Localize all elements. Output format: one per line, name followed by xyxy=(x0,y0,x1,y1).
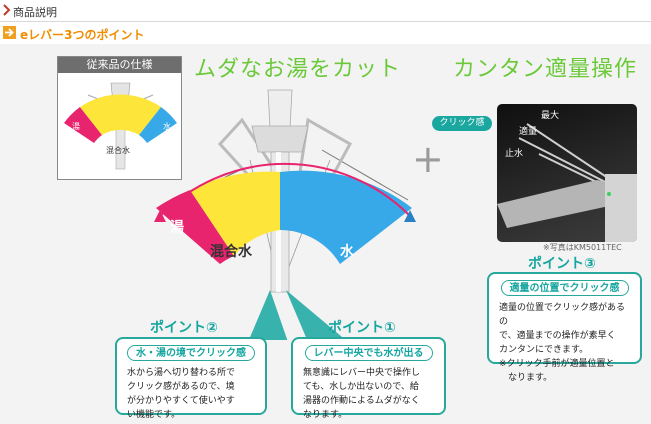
point-1-title: ポイント① xyxy=(328,320,396,336)
point-2-callout: 水・湯の境でクリック感 水から湯へ切り替わる所で クリック感があるので、境 が分… xyxy=(115,337,267,420)
faucet-lever xyxy=(267,89,293,129)
photo-caption: ※写真はKM5011TEC xyxy=(543,243,622,252)
arrow-left-icon xyxy=(154,210,166,222)
point-1-callout: レバー中央でも水が出る 無意識にレバー中央で操作し ても、水しか出ないので、給 … xyxy=(291,337,446,420)
hot-zone xyxy=(156,190,234,264)
mixed-label: 混合水 xyxy=(210,243,253,260)
chevron-right-icon xyxy=(3,4,11,16)
faucet-body-photo xyxy=(605,174,637,242)
click-feel-label: クリック感 xyxy=(432,116,492,131)
previous-model-title: 従来品の仕様 xyxy=(58,57,181,73)
rotation-arrow-arc xyxy=(159,162,411,217)
faucet-spout-photo xyxy=(497,180,637,228)
previous-model-box: 従来品の仕様 湯 混合水 水 xyxy=(57,56,182,180)
previous-model-diagram: 湯 混合水 水 xyxy=(64,82,177,170)
point-3-title: ポイント③ xyxy=(528,256,596,272)
hot-label: 湯 xyxy=(170,219,184,236)
main-faucet-diagram: 湯 混合水 水 xyxy=(154,89,416,340)
section-label: 商品説明 xyxy=(13,6,57,19)
sub-header-label: eレバー3つのポイント xyxy=(20,28,145,42)
stop-water-label: 止水 xyxy=(505,147,523,159)
hot-label-small: 湯 xyxy=(72,121,80,131)
water-zone xyxy=(280,170,412,264)
arrow-right-icon xyxy=(404,210,416,222)
water-label-small: 水 xyxy=(163,121,171,131)
point-1-body: 無意識にレバー中央で操作し ても、水しか出ないので、給 湯器の作動によるムダがな… xyxy=(303,368,421,420)
point-3-pill: 適量の位置でクリック感 xyxy=(500,280,629,296)
lever-line-proper xyxy=(518,137,618,189)
point-2-title: ポイント② xyxy=(150,320,218,336)
divider xyxy=(0,21,651,22)
max-label: 最大 xyxy=(541,109,559,121)
proper-amount-label: 適量 xyxy=(519,125,537,137)
water-label: 水 xyxy=(340,243,355,260)
pointer-triangle-left xyxy=(248,290,288,340)
mixed-zone-small xyxy=(80,94,161,135)
headline-easy-control: カンタン適量操作 xyxy=(453,57,638,82)
guide-line-right xyxy=(321,149,409,201)
section-header: 商品説明 xyxy=(0,0,651,22)
faucet-body xyxy=(251,125,309,153)
point-2-pill: 水・湯の境でクリック感 xyxy=(127,345,255,361)
water-zone-small xyxy=(139,107,177,143)
mixed-zone xyxy=(190,171,280,256)
hot-zone-small xyxy=(64,107,102,143)
sub-header: eレバー3つのポイント xyxy=(0,22,651,44)
product-photo: 最大 適量 止水 xyxy=(497,104,637,242)
point-1-pill: レバー中央でも水が出る xyxy=(304,345,433,361)
point-3-body: 適量の位置でクリック感があるの で、適量までの操作が素早く カンタンにできます。… xyxy=(499,303,626,383)
headline-waste-cut: ムダなお湯をカット xyxy=(194,57,402,82)
mixed-label-small: 混合水 xyxy=(106,145,130,155)
faucet-photo-illustration: 最大 適量 止水 xyxy=(497,109,637,242)
arrow-right-icon xyxy=(3,26,16,39)
point-2-body: 水から湯へ切り替わる所で クリック感があるので、境 が分かりやすくて使いやす い… xyxy=(127,368,236,420)
lever-line-max xyxy=(526,123,618,185)
plus-sign: + xyxy=(412,137,444,181)
point-3-callout: 適量の位置でクリック感 適量の位置でクリック感があるの で、適量までの操作が素早… xyxy=(487,272,642,383)
